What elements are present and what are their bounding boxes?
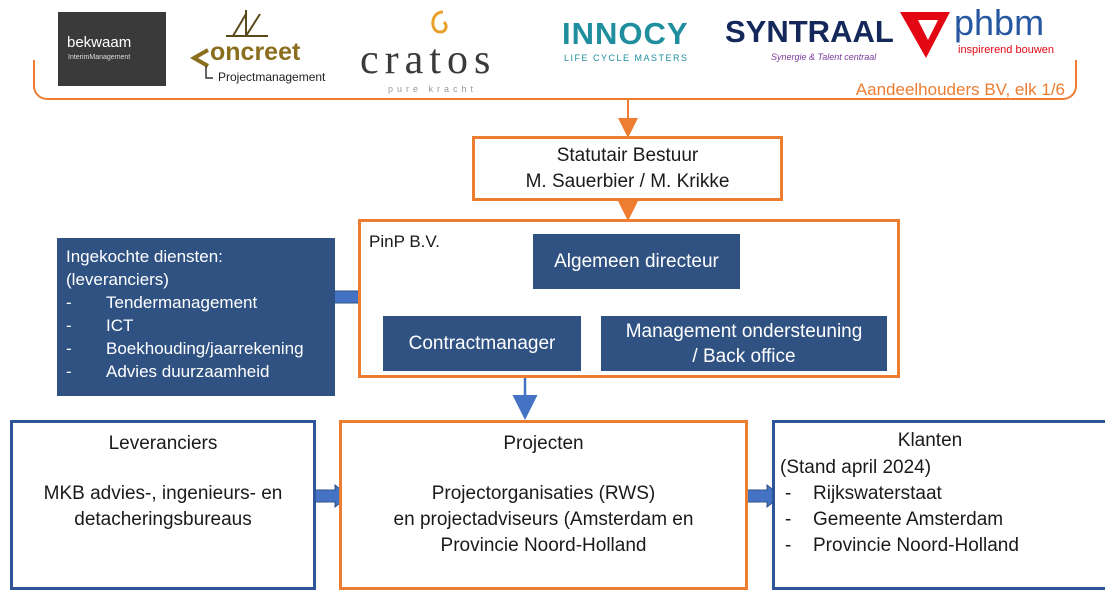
services-item: -Tendermanagement xyxy=(66,293,258,312)
innocy-logo-name: INNOCY xyxy=(562,16,689,51)
shareholders-bracket xyxy=(33,60,1077,100)
concreet-logo-name: oncreet xyxy=(210,38,301,66)
bekwaam-logo: bekwaam InterimManagement xyxy=(58,12,166,86)
services-box: Ingekochte diensten: (leveranciers) -Ten… xyxy=(57,238,335,396)
board-box: Statutair Bestuur M. Sauerbier / M. Krik… xyxy=(472,136,783,201)
concreet-logo: oncreet Projectmanagement xyxy=(188,8,353,90)
projects-line3: Provincie Noord-Holland xyxy=(440,535,647,556)
services-item: -Boekhouding/jaarrekening xyxy=(66,339,304,358)
suppliers-line2: detacheringsbureaus xyxy=(74,509,252,530)
concreet-logo-sub: Projectmanagement xyxy=(218,70,326,84)
services-subtitle: (leveranciers) xyxy=(66,270,169,289)
phbm-logo: phbm inspirerend bouwen xyxy=(898,2,1088,74)
innocy-logo: INNOCY LIFE CYCLE MASTERS xyxy=(562,16,712,76)
cratos-logo-sub: pure kracht xyxy=(388,84,478,94)
innocy-logo-sub: LIFE CYCLE MASTERS xyxy=(564,53,689,63)
clients-box: Klanten (Stand april 2024) -Rijkswaterst… xyxy=(772,420,1105,590)
clients-item: -Provincie Noord-Holland xyxy=(785,535,1019,556)
mgmt-support-line1: Management ondersteuning xyxy=(625,320,863,342)
phbm-mark-icon xyxy=(900,12,950,58)
contract-manager-label: Contractmanager xyxy=(408,332,556,354)
mgmt-support-line2: / Back office xyxy=(692,345,796,367)
services-title: Ingekochte diensten: xyxy=(66,247,223,266)
projects-line2: en projectadviseurs (Amsterdam en xyxy=(393,509,694,530)
phbm-logo-name: phbm xyxy=(954,2,1045,43)
projects-line1: Projectorganisaties (RWS) xyxy=(431,483,656,504)
suppliers-line1: MKB advies-, ingenieurs- en xyxy=(43,483,283,504)
clients-title: Klanten xyxy=(897,430,963,451)
phbm-logo-sub: inspirerend bouwen xyxy=(958,44,1055,56)
projects-title: Projecten xyxy=(503,433,584,454)
clients-item: -Rijkswaterstaat xyxy=(785,483,942,504)
director-label: Algemeen directeur xyxy=(554,250,719,272)
services-item: -Advies duurzaamheid xyxy=(66,362,270,381)
suppliers-box: Leveranciers MKB advies-, ingenieurs- en… xyxy=(10,420,316,590)
projects-box: Projecten Projectorganisaties (RWS) en p… xyxy=(339,420,748,590)
cratos-logo-name: cratos xyxy=(360,37,497,83)
cratos-mark-icon xyxy=(431,10,448,34)
pinp-label: PinP B.V. xyxy=(369,232,440,251)
services-item: -ICT xyxy=(66,316,134,335)
syntraal-logo: SYNTRAAL Synergie & Talent centraal xyxy=(725,14,894,74)
mgmt-support-box: Management ondersteuning / Back office xyxy=(601,316,887,371)
shareholders-label: Aandeelhouders BV, elk 1/6 xyxy=(855,80,1065,99)
contract-manager-box: Contractmanager xyxy=(383,316,581,371)
board-title: Statutair Bestuur xyxy=(556,144,699,166)
syntraal-logo-name: SYNTRAAL xyxy=(725,14,894,49)
board-members: M. Sauerbier / M. Krikke xyxy=(525,170,730,192)
suppliers-title: Leveranciers xyxy=(108,433,218,454)
bekwaam-logo-sub: InterimManagement xyxy=(68,54,131,61)
clients-subtitle: (Stand april 2024) xyxy=(780,457,932,478)
clients-item: -Gemeente Amsterdam xyxy=(785,509,1004,530)
bekwaam-logo-name: bekwaam xyxy=(67,34,132,51)
director-box: Algemeen directeur xyxy=(533,234,740,289)
syntraal-logo-sub: Synergie & Talent centraal xyxy=(771,52,877,62)
cratos-logo: cratos pure kracht xyxy=(358,8,528,94)
concreet-mark-icon xyxy=(189,10,268,79)
